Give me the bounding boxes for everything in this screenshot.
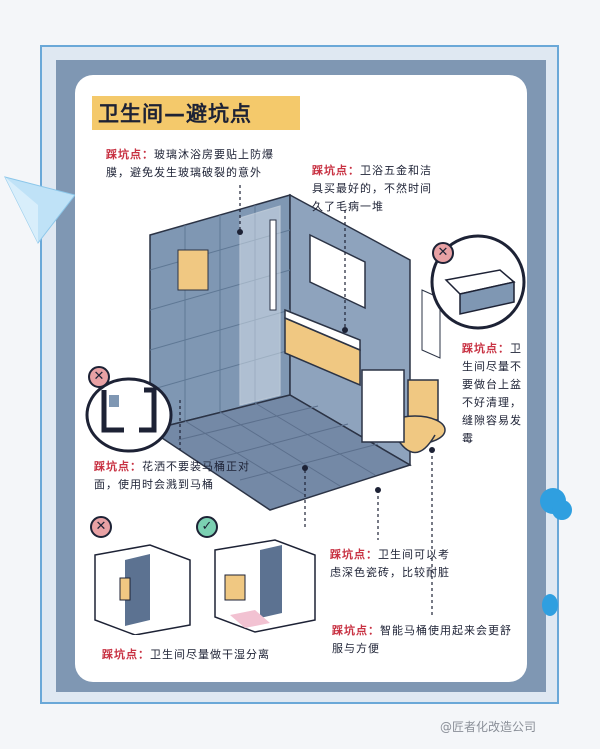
note-tag: 踩坑点：	[332, 624, 380, 637]
paper-plane-icon	[4, 176, 76, 244]
bad-basin-badge: ✕	[432, 242, 454, 264]
note-tag: 踩坑点：	[462, 342, 510, 355]
bad-wet-badge: ✕	[90, 516, 112, 538]
note-smart-toilet: 踩坑点：智能马桶使用起来会更舒服与方便	[332, 622, 512, 658]
note-text: 花洒不要装马桶正对面，使用时会溅到马桶	[94, 460, 250, 491]
note-dark-tiles: 踩坑点：卫生间可以考虑深色瓷砖，比较耐脏	[330, 546, 450, 582]
title-highlight	[92, 96, 300, 130]
note-dry-wet: 踩坑点：卫生间尽量做干湿分离	[102, 646, 302, 664]
note-glass-shower: 踩坑点：玻璃沐浴房要贴上防爆膜，避免发生玻璃破裂的意外	[106, 146, 288, 182]
note-shower-toilet: 踩坑点：花洒不要装马桶正对面，使用时会溅到马桶	[94, 458, 266, 494]
shower-toilet-zoom	[85, 377, 173, 453]
dry-wet-separated-illustration	[214, 539, 316, 633]
bathroom-illustration	[148, 193, 446, 511]
basin-detail-zoom	[430, 234, 526, 330]
note-text: 卫生间尽量不要做台上盆不好清理，缝隙容易发霉	[462, 342, 522, 445]
note-text: 卫生间尽量做干湿分离	[150, 648, 270, 661]
cloud-decoration	[552, 500, 572, 520]
wet-bathroom-illustration	[94, 544, 191, 635]
page-title: 卫生间—避坑点	[98, 102, 252, 126]
good-separation-badge: ✓	[196, 516, 218, 538]
cloud-decoration	[542, 594, 558, 616]
note-tag: 踩坑点：	[330, 548, 378, 561]
note-hardware: 踩坑点：卫浴五金和洁具买最好的，不然时间久了毛病一堆	[312, 162, 432, 216]
watermark: @匠者化改造公司	[440, 720, 537, 734]
note-tag: 踩坑点：	[94, 460, 142, 473]
note-tag: 踩坑点：	[312, 164, 360, 177]
note-basin: 踩坑点：卫生间尽量不要做台上盆不好清理，缝隙容易发霉	[462, 340, 522, 448]
note-tag: 踩坑点：	[106, 148, 154, 161]
note-text: 玻璃沐浴房要贴上防爆膜，避免发生玻璃破裂的意外	[106, 148, 274, 179]
note-text: 智能马桶使用起来会更舒服与方便	[332, 624, 512, 655]
note-text: 卫生间可以考虑深色瓷砖，比较耐脏	[330, 548, 450, 579]
note-tag: 踩坑点：	[102, 648, 150, 661]
note-text: 卫浴五金和洁具买最好的，不然时间久了毛病一堆	[312, 164, 432, 213]
bad-layout-badge: ✕	[88, 366, 110, 388]
